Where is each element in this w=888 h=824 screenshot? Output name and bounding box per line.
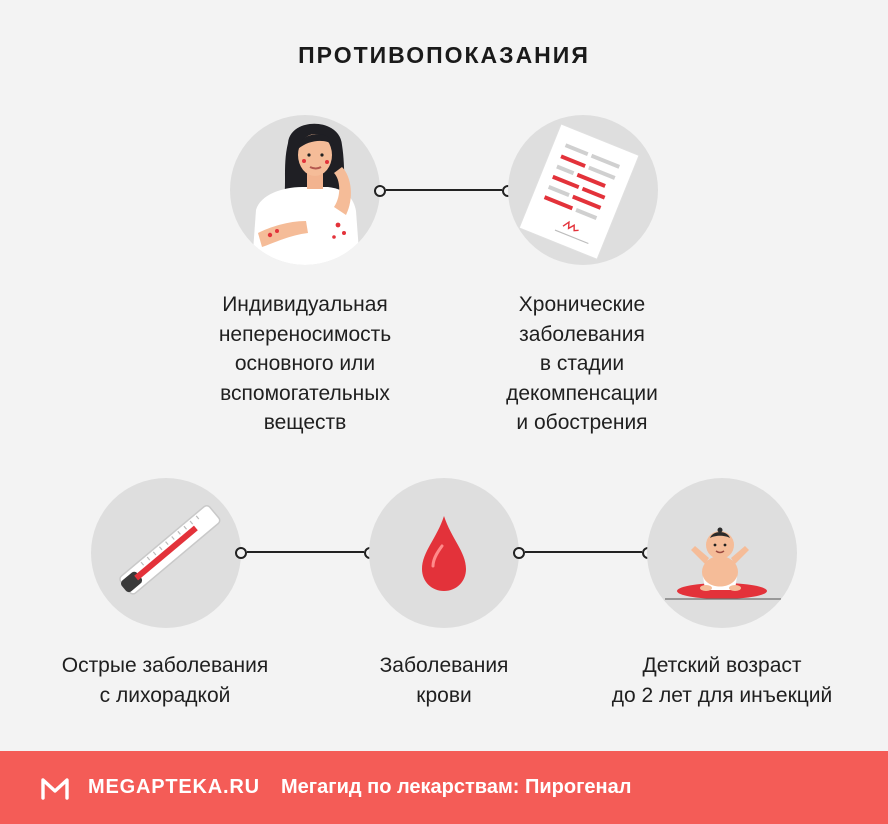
connector-line	[247, 551, 364, 553]
footer-tagline: Мегагид по лекарствам: Пирогенал	[281, 776, 632, 798]
woman-allergy-icon	[252, 123, 360, 265]
caption-intolerance: Индивидуальная непереносимость основного…	[218, 293, 392, 434]
blood-drop-icon	[422, 516, 466, 591]
connector-dot	[513, 547, 525, 559]
woman-allergy-circle	[230, 115, 380, 265]
connector-line	[386, 189, 502, 191]
baby-circle	[647, 478, 797, 628]
caption-chronic-diseases: Хронические заболевания в стадии декомпе…	[506, 293, 658, 434]
blood-drop-circle	[369, 478, 519, 628]
medical-document-icon	[518, 123, 640, 260]
medical-document-circle	[508, 115, 658, 265]
connector-dot	[374, 185, 386, 197]
brand-name[interactable]: MEGAPTEKA.RU	[88, 776, 260, 798]
connector-dot	[235, 547, 247, 559]
baby-icon	[665, 527, 781, 600]
caption-child-age: Детский возраст до 2 лет для инъекций	[611, 654, 833, 707]
caption-blood-diseases: Заболевания крови	[379, 654, 509, 707]
thermometer-circle	[91, 478, 241, 628]
megapteka-logo-icon	[41, 778, 69, 800]
page-title: ПРОТИВОПОКАЗАНИЯ	[298, 42, 590, 68]
connector-line	[525, 551, 642, 553]
thermometer-icon	[119, 504, 221, 595]
caption-acute-fever: Острые заболевания с лихорадкой	[61, 654, 269, 707]
footer-bar: MEGAPTEKA.RU Мегагид по лекарствам: Пиро…	[0, 751, 888, 824]
